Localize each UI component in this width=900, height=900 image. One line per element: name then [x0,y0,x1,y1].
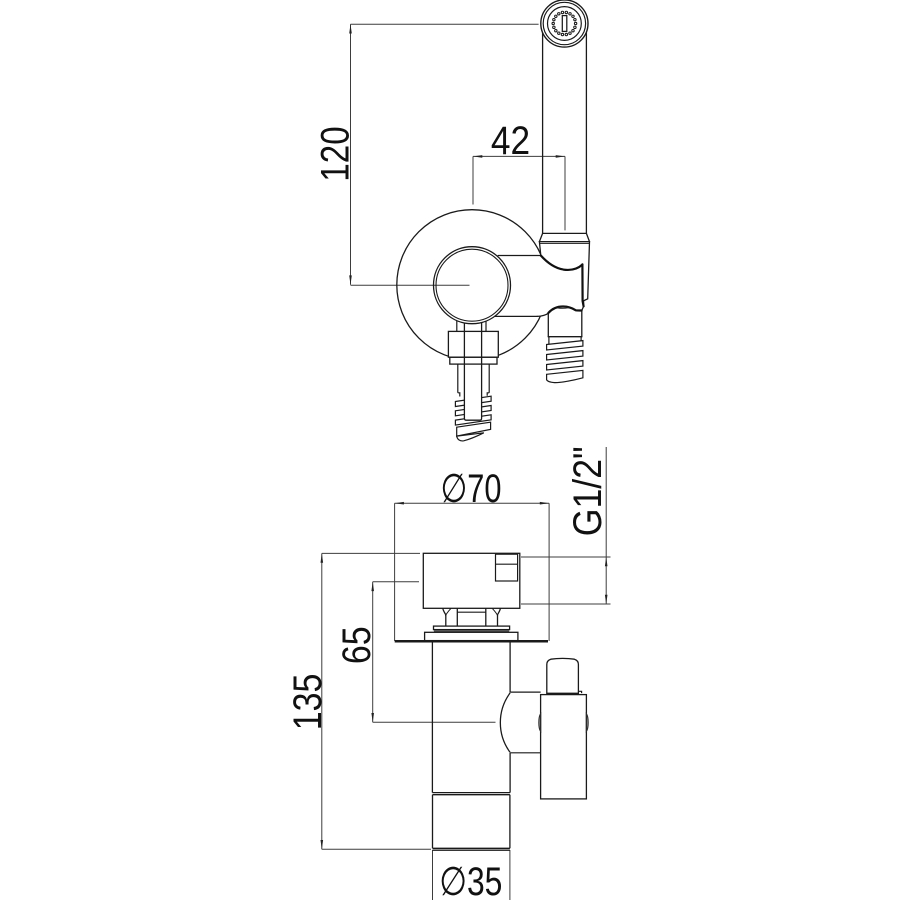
svg-text:∅35: ∅35 [439,860,502,900]
svg-text:65: 65 [335,626,379,664]
svg-text:G1/2": G1/2" [566,446,610,536]
svg-text:135: 135 [286,674,330,731]
svg-text:∅70: ∅70 [441,467,502,511]
svg-text:42: 42 [491,119,530,163]
svg-text:120: 120 [314,126,358,181]
